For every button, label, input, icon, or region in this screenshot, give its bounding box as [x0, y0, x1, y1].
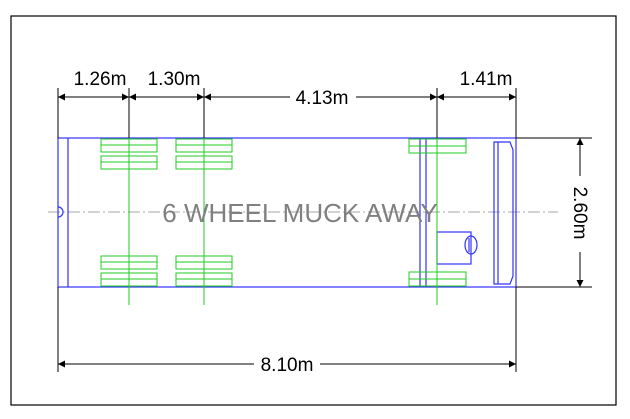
dim-axle-spacing: 1.30m — [148, 69, 201, 90]
dim-rear-overhang: 1.26m — [74, 69, 127, 90]
vehicle-outline — [57, 137, 517, 288]
wheels — [100, 132, 467, 305]
dim-overall-length: 8.10m — [261, 355, 314, 376]
drawing-frame — [10, 15, 617, 406]
dim-width: 2.60m — [569, 187, 590, 240]
top-dimension-chain — [57, 88, 517, 138]
dim-front-overhang: 1.41m — [460, 69, 513, 90]
dim-wheelbase: 4.13m — [296, 88, 349, 109]
drawing-title: 6 WHEEL MUCK AWAY — [162, 198, 437, 228]
